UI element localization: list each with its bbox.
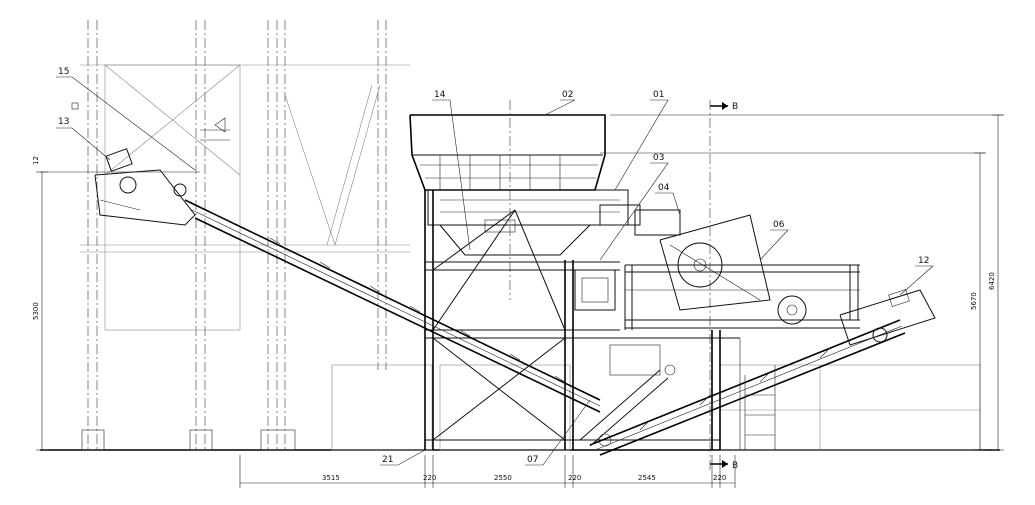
section-line-b: B B bbox=[709, 100, 738, 471]
conveyor-head-13 bbox=[40, 148, 200, 226]
part-label-13: 13 bbox=[58, 117, 69, 127]
dim-3515: 3515 bbox=[322, 474, 340, 482]
dim-220-a: 220 bbox=[423, 474, 436, 482]
part-label-04: 04 bbox=[658, 183, 670, 193]
hopper bbox=[409, 100, 606, 300]
part-label-12: 12 bbox=[918, 256, 929, 266]
part-label-07: 07 bbox=[527, 455, 538, 465]
dim-6420: 6420 bbox=[988, 272, 996, 290]
main-inclined-conveyor bbox=[184, 199, 601, 413]
level-symbols bbox=[71, 102, 230, 141]
dim-5670: 5670 bbox=[970, 292, 978, 310]
dim-2545: 2545 bbox=[638, 474, 656, 482]
discharge-conveyor bbox=[589, 289, 936, 456]
section-marker-top: B bbox=[732, 102, 738, 112]
part-label-02: 02 bbox=[562, 90, 573, 100]
dim-220-b: 220 bbox=[568, 474, 581, 482]
part-label-06: 06 bbox=[773, 220, 785, 230]
part-label-15: 15 bbox=[58, 67, 69, 77]
horizontal-dimensions: 3515 220 2550 220 2545 220 bbox=[239, 455, 736, 488]
foundation-outlines bbox=[331, 364, 981, 451]
leader-lines bbox=[56, 76, 934, 466]
dim-5300: 5300 bbox=[32, 302, 40, 320]
part-label-21: 21 bbox=[382, 455, 393, 465]
feeder-unit bbox=[427, 189, 641, 256]
platform-walkway bbox=[624, 264, 860, 330]
silo-structure-left bbox=[80, 20, 410, 451]
dim-2550: 2550 bbox=[494, 474, 512, 482]
dim-12: 12 bbox=[32, 156, 40, 165]
dim-220-c: 220 bbox=[713, 474, 726, 482]
part-label-03: 03 bbox=[653, 153, 664, 163]
part-label-14: 14 bbox=[434, 90, 446, 100]
part-label-01: 01 bbox=[653, 90, 664, 100]
vertical-dimensions: 5300 12 5670 6420 bbox=[32, 114, 1004, 451]
part-labels: 02 01 03 04 06 12 13 14 15 21 07 bbox=[58, 67, 929, 465]
transfer-conveyor bbox=[579, 344, 676, 447]
